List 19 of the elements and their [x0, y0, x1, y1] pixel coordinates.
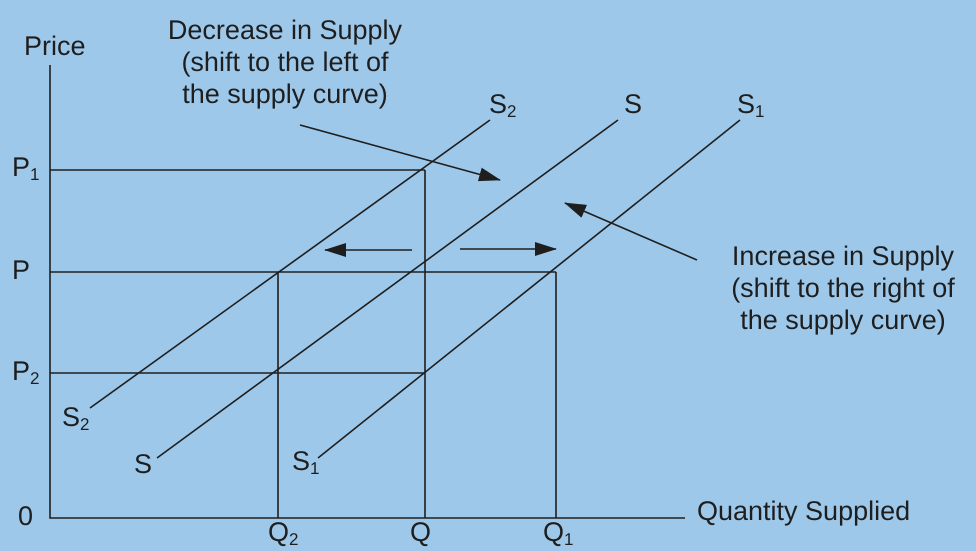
axis-label: P$_{1}$ [12, 153, 40, 186]
curve-label: S [134, 450, 152, 478]
curve-label: S$_{1}$ [737, 90, 764, 123]
callout-text: Increase in Supply (shift to the right of the supply curve) [730, 240, 956, 336]
axis-title: Price [24, 32, 86, 60]
axis-label: 0 [18, 502, 34, 530]
curve-label: S [624, 90, 642, 118]
axis-title: Quantity Supplied [697, 497, 910, 525]
callout-text: Decrease in Supply (shift to the left of the supply curve) [166, 14, 404, 110]
leader-arrow [300, 124, 501, 182]
leader-arrow [564, 202, 698, 261]
axis-label: P [12, 256, 30, 284]
curve-label: S$_{1}$ [292, 447, 320, 480]
axis-label: Q$_{1}$ [543, 518, 574, 551]
axis-label: P$_{2}$ [12, 357, 40, 390]
axis-label: Q [410, 518, 432, 546]
curve-label: S$_{2}$ [489, 90, 516, 123]
axis-label: Q$_{2}$ [268, 518, 298, 551]
curve-label: S$_{2}$ [62, 403, 90, 436]
